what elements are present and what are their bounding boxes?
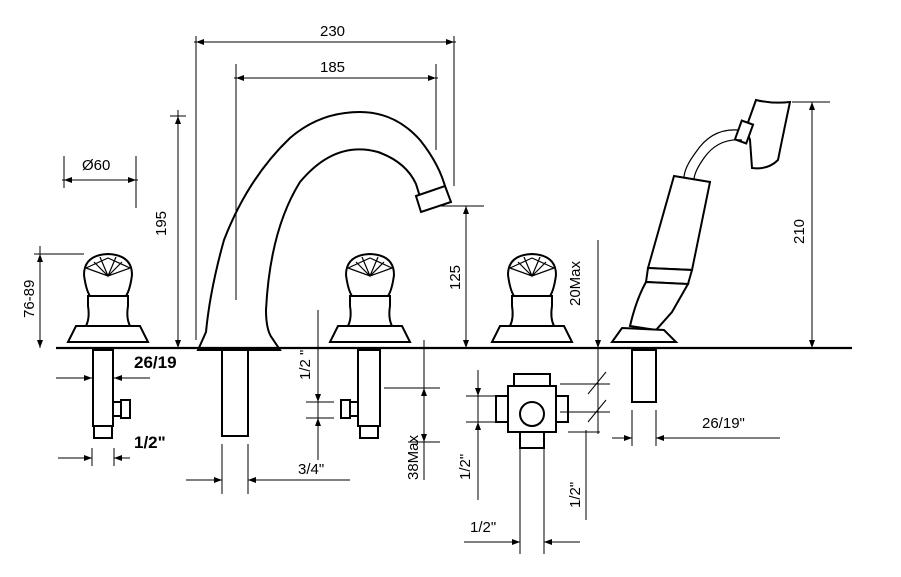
spout [196,110,453,437]
label-230: 230 [320,23,345,40]
label-185: 185 [320,59,345,76]
label-half-inch-diverter-bottom: 1/2" [470,519,496,536]
label-20max: 20Max [567,260,584,306]
label-half-inch-left: 1/2" [134,433,166,452]
handshower [610,98,792,403]
label-half-inch-valve: 1/2 " [297,350,314,380]
label-half-inch-diverter-right: 1/2" [567,482,584,508]
label-diameter-60: Ø60 [82,157,110,174]
dimension-lines [34,36,830,554]
label-three-quarter: 3/4" [298,461,324,478]
label-76-89: 76-89 [21,280,38,318]
dimension-labels: 230 185 195 Ø60 76-89 26/19 1/2" 3/4" 12… [21,23,808,536]
arrowheads [37,39,815,545]
label-210: 210 [791,219,808,244]
diverter-valve [490,252,574,449]
left-handle-valve [66,252,150,439]
label-26-19-left: 26/19 [134,353,177,372]
label-26-19-handshower: 26/19" [702,415,745,432]
label-half-inch-diverter-left: 1/2" [457,454,474,480]
label-195: 195 [153,211,170,236]
center-valve [328,252,412,439]
label-38max: 38Max [405,434,422,480]
label-125: 125 [447,265,464,290]
